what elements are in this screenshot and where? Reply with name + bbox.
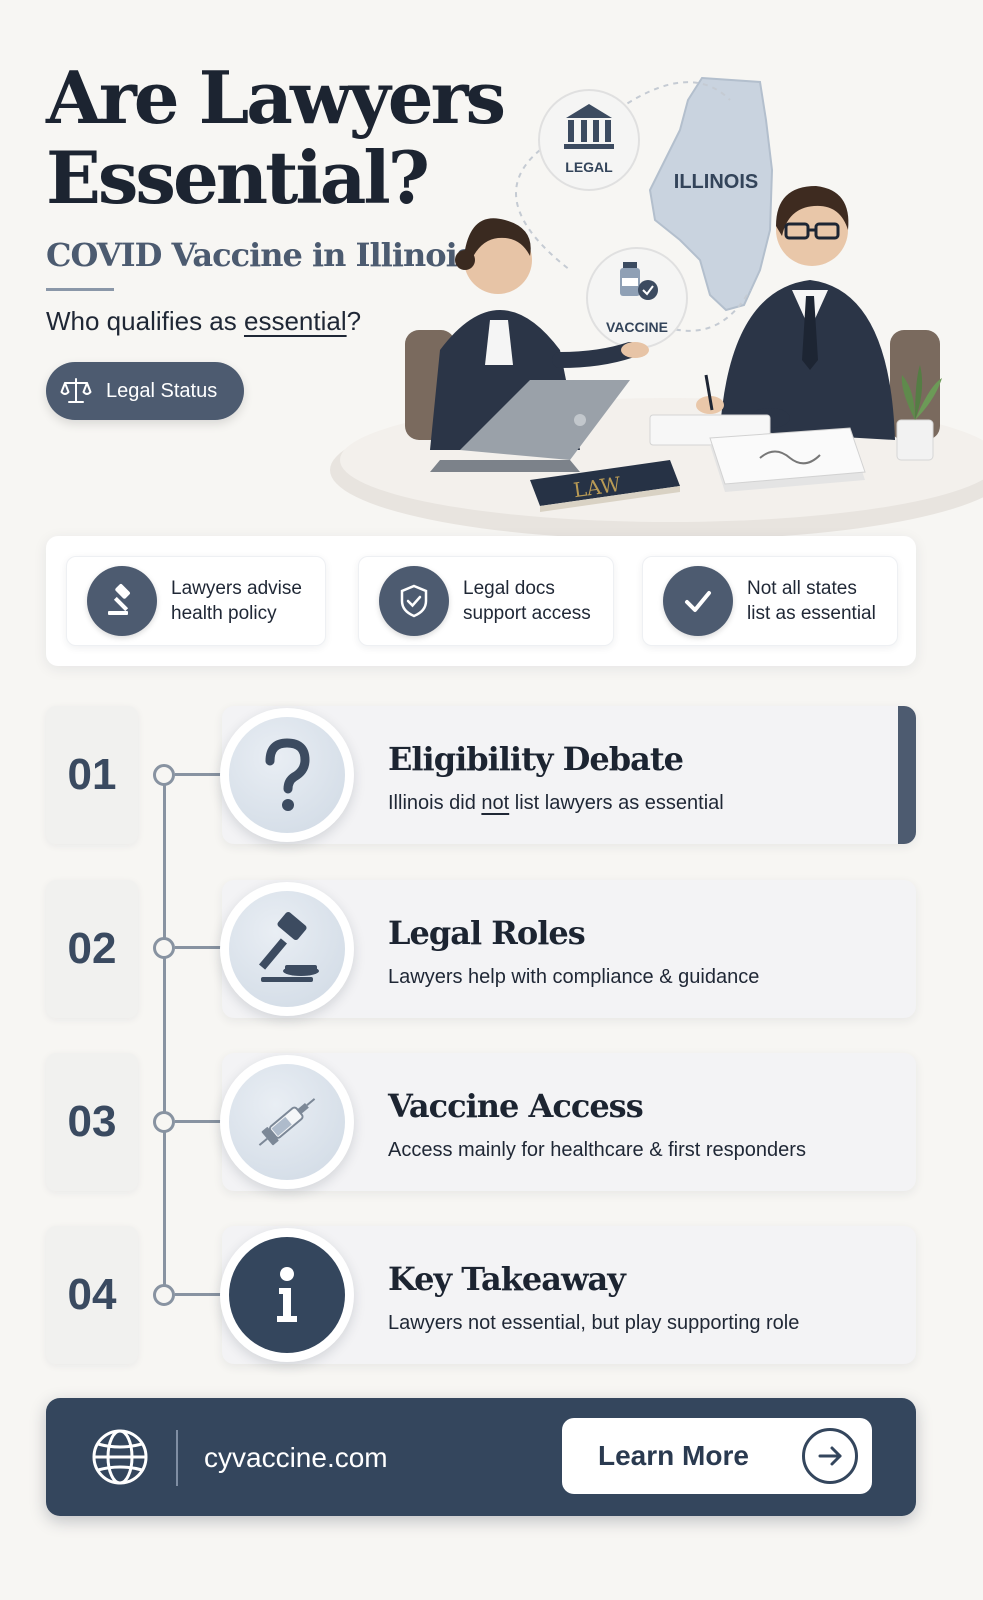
timeline-branch-02 — [175, 946, 223, 949]
timeline-branch-04 — [175, 1293, 223, 1296]
feature-card-states: Not all states list as essential — [642, 556, 898, 646]
page-title: Are Lawyers Essential? — [46, 58, 526, 218]
feature-card-docs: Legal docs support access — [358, 556, 614, 646]
arrow-right-icon — [802, 1428, 858, 1484]
title-line-2: Essential? — [46, 135, 430, 220]
timeline-branch-01 — [175, 773, 223, 776]
feature-text-states: Not all states list as essential — [747, 578, 876, 624]
timeline-branch-03 — [175, 1120, 223, 1123]
step-title: Key Takeaway — [388, 1260, 626, 1298]
step-title: Eligibility Debate — [388, 740, 684, 778]
step-description: Access mainly for healthcare & first res… — [388, 1139, 806, 1161]
illinois-label: ILLINOIS — [674, 171, 758, 193]
step-title: Vaccine Access — [388, 1087, 644, 1125]
subtitle-divider — [46, 288, 114, 291]
step-icon-circle — [220, 708, 354, 842]
title-line-1: Are Lawyers — [46, 55, 506, 140]
laptop — [430, 380, 630, 472]
timeline-node-01 — [153, 764, 175, 786]
potted-plant — [896, 365, 942, 461]
vaccine-vial-icon — [620, 262, 658, 300]
question-emphasis: essential — [243, 306, 347, 336]
courthouse-icon — [564, 104, 614, 149]
feature-card-advise: Lawyers advise health policy — [66, 556, 326, 646]
question-suffix: ? — [346, 306, 362, 336]
globe-icon — [92, 1429, 148, 1485]
legal-bubble: LEGAL — [538, 89, 640, 191]
website-url[interactable]: cyvaccine.com — [204, 1442, 388, 1473]
learn-more-label: Learn More — [598, 1440, 749, 1471]
footer-bar: cyvaccine.com Learn More — [46, 1398, 916, 1516]
page-subtitle: COVID Vaccine in Illinois — [46, 236, 475, 274]
hero-illustration: ILLINOIS LEGAL VACCINE — [330, 76, 983, 540]
legal-status-badge[interactable]: Legal Status — [46, 362, 244, 420]
step-icon-circle — [220, 882, 354, 1016]
step-description: Illinois did not list lawyers as essenti… — [388, 792, 724, 814]
shield-check-icon — [379, 566, 449, 636]
hero-question: Who qualifies as essential? — [46, 306, 361, 337]
step-card-legal-roles[interactable]: Legal Roles Lawyers help with compliance… — [220, 880, 916, 1018]
step-number-01: 01 — [46, 706, 138, 844]
question-mark-icon — [265, 738, 310, 811]
document-stack — [649, 414, 866, 492]
info-icon — [277, 1267, 297, 1322]
step-description: Lawyers help with compliance & guidance — [388, 966, 760, 988]
feature-text-advise: Lawyers advise health policy — [171, 578, 302, 624]
timeline-node-04 — [153, 1284, 175, 1306]
question-prefix: Who qualifies as — [46, 306, 244, 336]
step-number-03: 03 — [46, 1053, 138, 1191]
legal-bubble-label: LEGAL — [565, 159, 613, 175]
step-icon-circle — [220, 1055, 354, 1189]
vaccine-bubble-label: VACCINE — [606, 319, 668, 335]
timeline-connector — [163, 774, 166, 1294]
footer-divider — [176, 1430, 178, 1486]
step-number-04: 04 — [46, 1226, 138, 1364]
vaccine-bubble: VACCINE — [586, 247, 688, 349]
step-icon-circle — [220, 1228, 354, 1362]
feature-highlights: Lawyers advise health policy Legal docs … — [46, 536, 916, 666]
feature-text-docs: Legal docs support access — [463, 578, 591, 624]
step-card-vaccine-access[interactable]: Vaccine Access Access mainly for healthc… — [220, 1053, 916, 1191]
step-number-02: 02 — [46, 880, 138, 1018]
syringe-icon — [258, 1098, 316, 1146]
checkmark-icon — [663, 566, 733, 636]
timeline-node-03 — [153, 1111, 175, 1133]
law-book: LAW — [530, 460, 680, 512]
scales-icon — [60, 378, 92, 403]
step-card-eligibility[interactable]: Eligibility Debate Illinois did not list… — [220, 706, 916, 844]
gavel-icon — [87, 566, 157, 636]
gavel-icon — [259, 911, 319, 982]
timeline-node-02 — [153, 937, 175, 959]
legal-status-label: Legal Status — [106, 379, 218, 402]
illinois-map: ILLINOIS — [648, 76, 774, 312]
step-card-key-takeaway[interactable]: Key Takeaway Lawyers not essential, but … — [220, 1226, 916, 1364]
step-description: Lawyers not essential, but play supporti… — [388, 1312, 800, 1334]
description-emphasis: not — [481, 792, 510, 814]
learn-more-button[interactable]: Learn More — [562, 1418, 872, 1494]
step-title: Legal Roles — [388, 914, 586, 952]
